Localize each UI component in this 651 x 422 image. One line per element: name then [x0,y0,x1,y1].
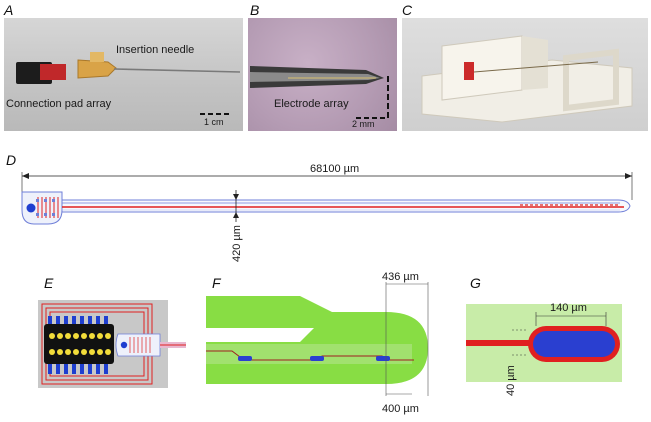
photo-c [402,18,648,131]
pad-array-caption: Connection pad array [6,98,112,110]
panel-label-g: G [470,275,481,291]
photo-b-drawing [250,66,389,119]
photo-b: Electrode array 2 mm [248,18,397,131]
site-trace [466,340,538,346]
scale-text-b: 2 mm [352,119,375,129]
electrode-f-2 [310,356,324,361]
needle-shaft [113,68,241,73]
holder-frame [563,48,619,112]
electrode-caption: Electrode array [274,98,349,110]
panel-label-a: A [4,2,14,18]
holder-red-chip [464,62,474,80]
top-width-label-f: 436 µm [382,271,419,283]
photo-a: Insertion needle Connection pad array 1 … [4,18,243,131]
needle-caption: Insertion needle [116,44,195,56]
holder-needle [473,61,599,73]
panel-label-f: F [212,275,221,291]
photo-c-drawing [421,35,633,123]
panel-label-c: C [402,2,413,18]
width-label-d: 420 µm [231,225,243,262]
head-pads [36,199,55,216]
length-label-d: 68100 µm [310,163,359,175]
panel-label-b: B [250,2,260,18]
connector-red-board [40,64,66,80]
connector-probe-pad [120,341,128,349]
scale-text-a: 1 cm [204,117,224,127]
head-pad [26,203,36,213]
shank-inner-layer [206,344,412,364]
connector-pins [48,316,108,374]
bottom-width-label-f: 400 µm [382,403,419,415]
site-electrode [533,331,615,357]
connector-pads [49,333,111,355]
panel-label-e: E [44,275,54,291]
electrode-f-1 [238,356,252,361]
photo-a-drawing [16,52,241,115]
width-label-g: 40 µm [505,365,517,396]
electrode-f-3 [376,356,390,361]
panel-label-d: D [6,152,17,168]
length-label-g: 140 µm [550,302,587,314]
